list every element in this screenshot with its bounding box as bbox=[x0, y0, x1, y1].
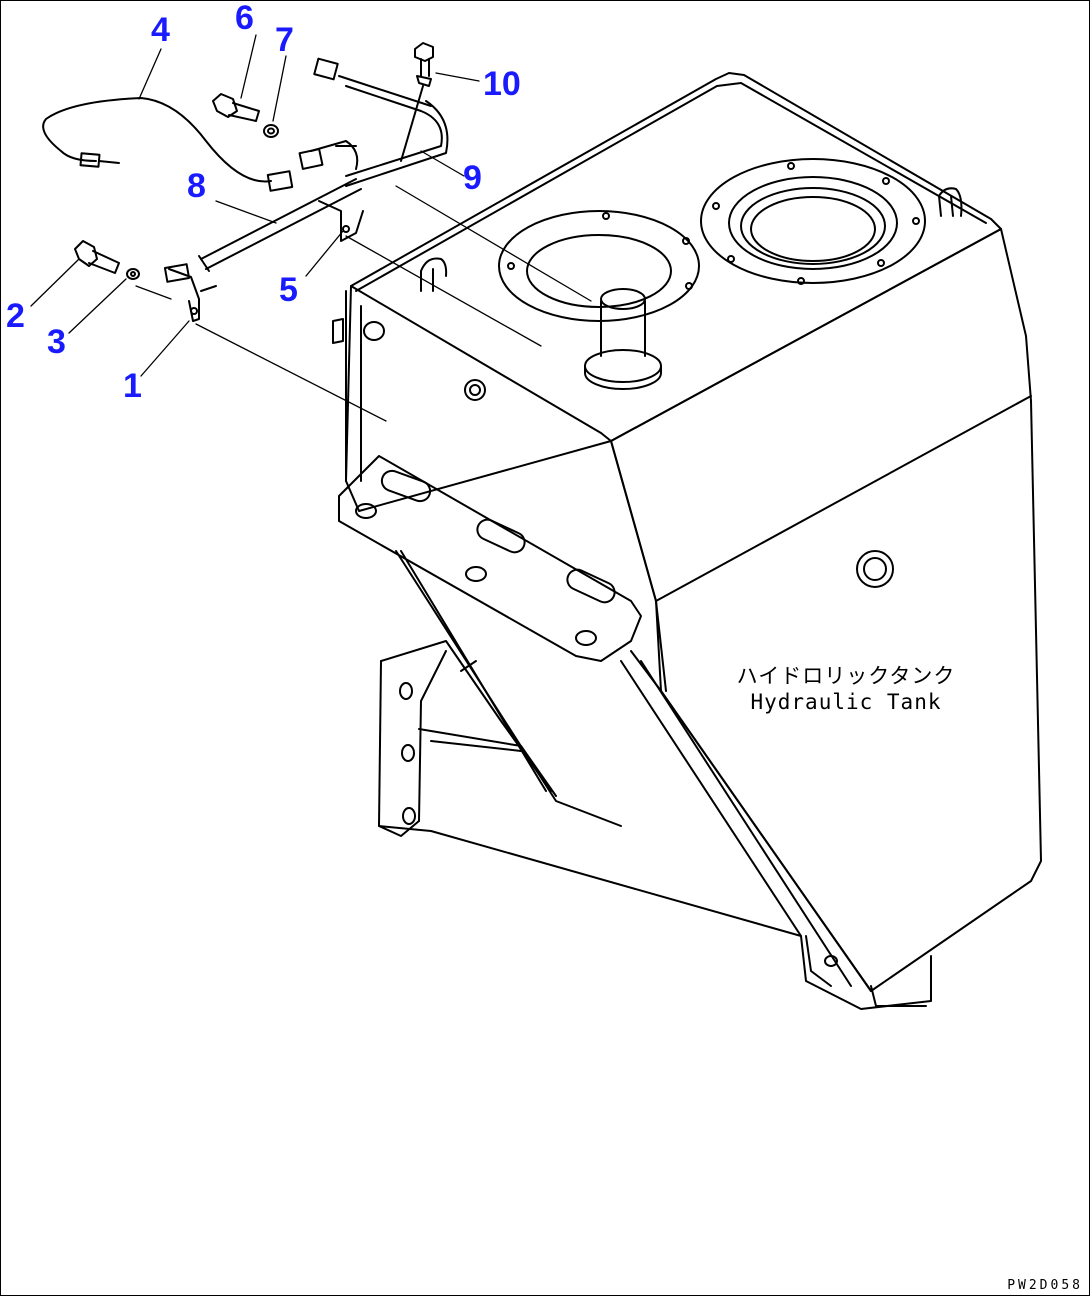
fasteners bbox=[74, 42, 434, 280]
lifting-hooks bbox=[420, 187, 963, 292]
tank-left-face bbox=[345, 285, 612, 512]
lower-bracket bbox=[378, 550, 932, 1010]
sensor-harness bbox=[42, 97, 294, 192]
callout-9: 9 bbox=[463, 159, 482, 197]
callout-7: 7 bbox=[275, 21, 294, 59]
side-bosses bbox=[332, 318, 894, 588]
strainer-flange bbox=[498, 210, 700, 390]
filter-flange bbox=[700, 158, 926, 285]
callout-6: 6 bbox=[235, 0, 254, 37]
tank-front-face bbox=[610, 228, 1042, 992]
tank-label-japanese: ハイドロリックタンク bbox=[736, 664, 956, 688]
callout-10: 10 bbox=[483, 65, 521, 103]
callout-2: 2 bbox=[6, 297, 25, 335]
leader-lines bbox=[135, 185, 592, 422]
tank-label-english: Hydraulic Tank bbox=[750, 690, 942, 714]
callout-5: 5 bbox=[279, 271, 298, 309]
mounting-plate bbox=[338, 455, 642, 662]
callout-8: 8 bbox=[187, 167, 206, 205]
drawing-code: PW2D058 bbox=[1007, 1278, 1083, 1293]
tank-label: ハイドロリックタンク Hydraulic Tank bbox=[736, 663, 956, 715]
callout-3: 3 bbox=[47, 323, 66, 361]
callout-1: 1 bbox=[123, 367, 142, 405]
tank-top-face bbox=[350, 72, 1002, 442]
callout-4: 4 bbox=[151, 11, 170, 49]
callout-leaders bbox=[30, 34, 480, 377]
harness-assembly bbox=[163, 57, 449, 322]
